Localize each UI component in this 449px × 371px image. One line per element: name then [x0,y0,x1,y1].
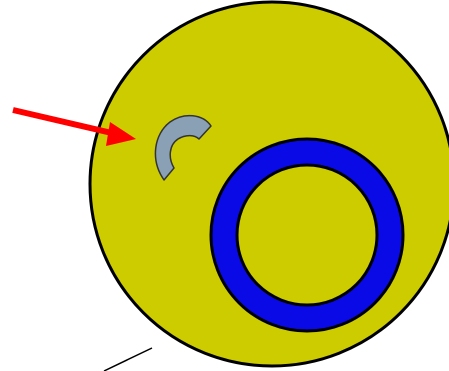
black-line [104,348,152,371]
